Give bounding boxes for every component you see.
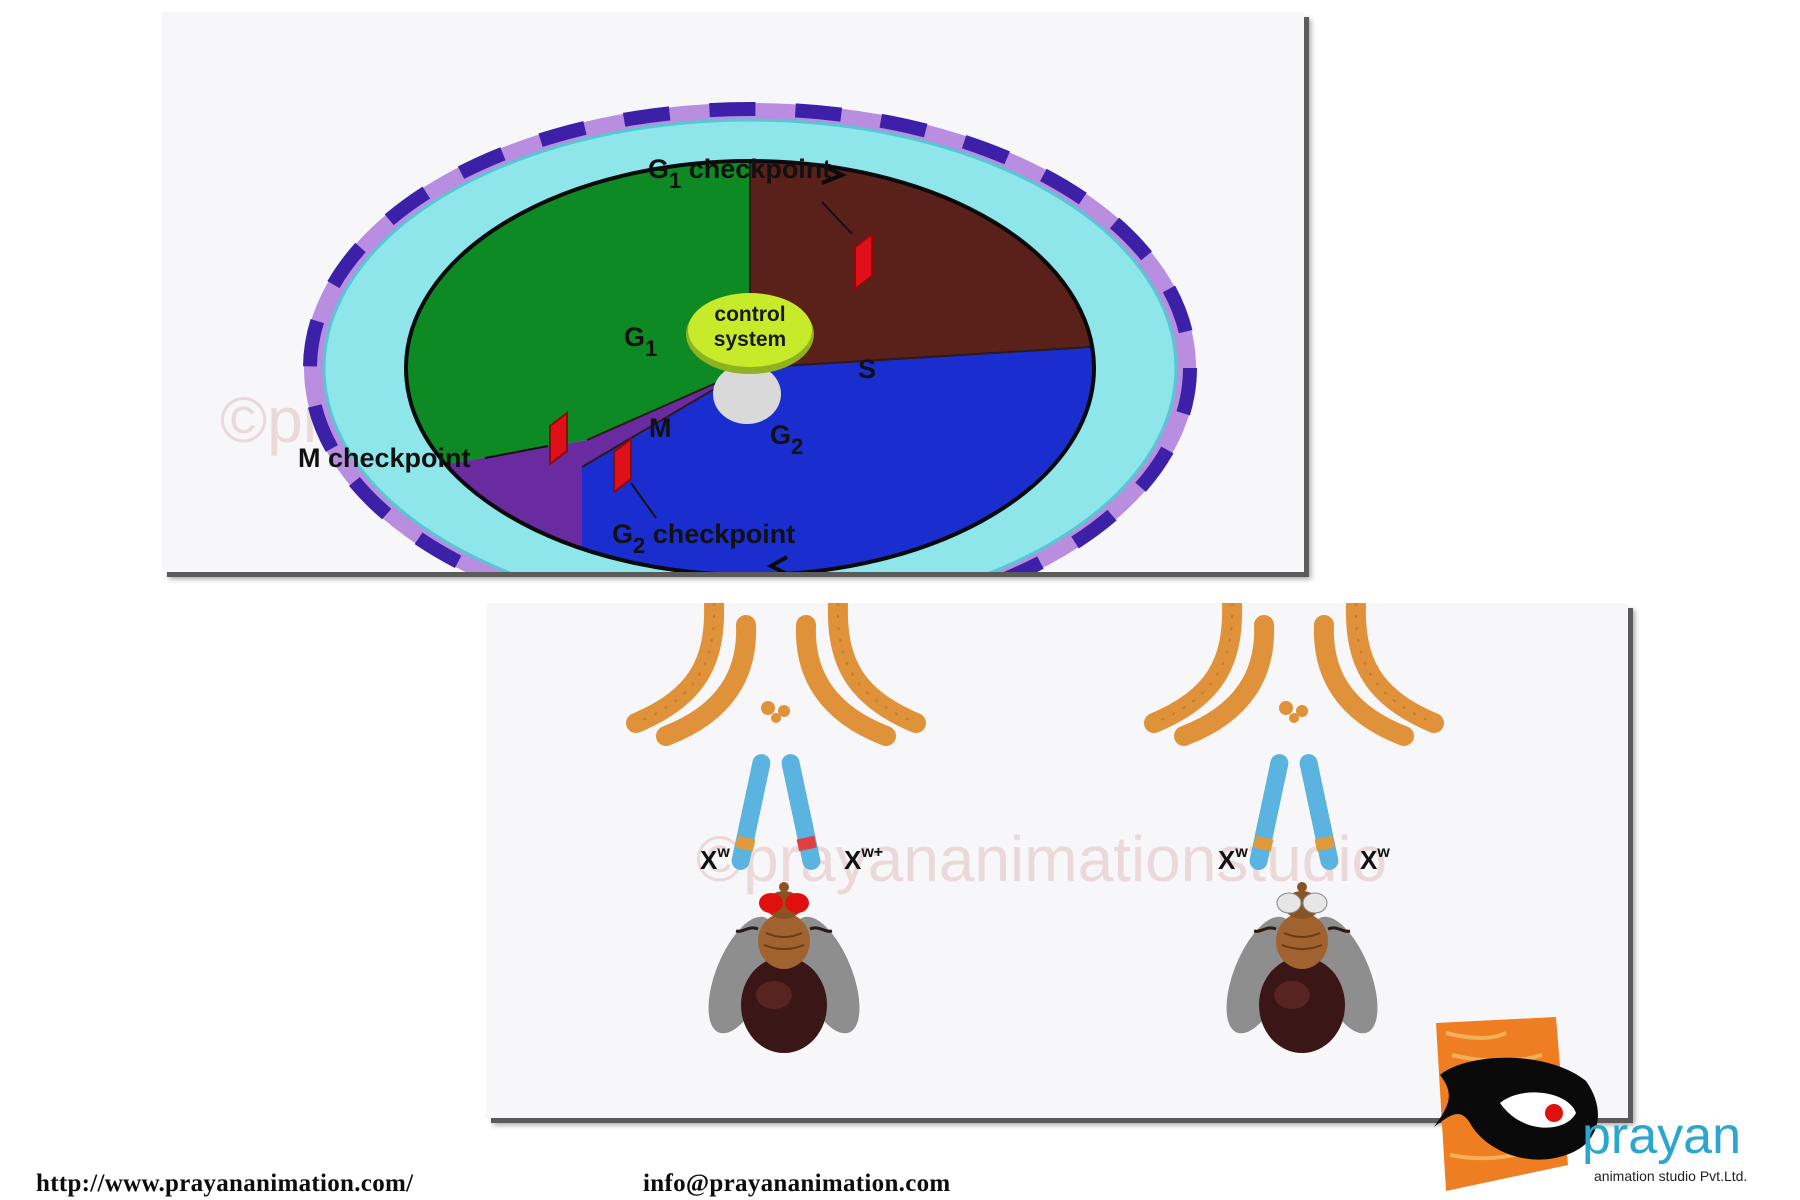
logo-tagline: animation studio Pvt.Ltd. bbox=[1594, 1168, 1747, 1184]
right-chromosome-2-band bbox=[1314, 835, 1335, 852]
right-fly-eye-right bbox=[1302, 892, 1328, 914]
control-system-label-line2: system bbox=[714, 328, 786, 351]
left-fly-eye-left bbox=[759, 893, 783, 913]
fly-genetics-diagram: ©prayananimationstudio Xw Xw+ Xw Xw bbox=[486, 603, 1628, 1055]
right-spindle bbox=[1154, 603, 1434, 736]
right-label-xw-1: Xw bbox=[1218, 844, 1248, 875]
right-fly-white-eyes bbox=[1211, 882, 1393, 1055]
left-label-xw: Xw bbox=[700, 844, 730, 875]
right-chromosome-pair bbox=[1247, 752, 1341, 872]
phase-m-label: M bbox=[649, 413, 672, 443]
left-fly-red-eyes bbox=[693, 882, 875, 1055]
prayan-logo: prayan animation studio Pvt.Ltd. bbox=[1434, 1017, 1747, 1191]
left-chromosome-pair bbox=[729, 752, 823, 872]
cycle-arrow-top bbox=[821, 163, 847, 185]
g1-checkpoint-label: G1 checkpoint bbox=[648, 154, 831, 193]
outer-ring-dashes bbox=[303, 102, 1197, 572]
cell-cycle-diagram: ©prayananimationstudio control system bbox=[220, 102, 1197, 572]
right-chromosome-1-band bbox=[1253, 835, 1274, 852]
phase-g1-label: G1 bbox=[624, 322, 657, 361]
logo-brand-text: prayan bbox=[1582, 1107, 1741, 1165]
left-label-xwplus: Xw+ bbox=[844, 844, 883, 875]
control-system bbox=[688, 293, 812, 367]
g2-checkpoint-label: G2 checkpoint bbox=[612, 519, 795, 558]
footer-email[interactable]: info@prayananimation.com bbox=[643, 1170, 951, 1197]
left-spindle bbox=[636, 603, 916, 736]
control-system-label-line1: control bbox=[714, 303, 785, 326]
left-chromosome-1-band bbox=[735, 835, 756, 852]
right-fly-eye-left bbox=[1276, 892, 1302, 914]
logo-eye-pupil bbox=[1545, 1104, 1563, 1122]
m-checkpoint-label: M checkpoint bbox=[298, 443, 471, 473]
phase-g2-label: G2 bbox=[770, 420, 803, 459]
right-label-xw-2: Xw bbox=[1360, 844, 1390, 875]
phase-s-label: S bbox=[858, 354, 876, 384]
cell-cycle-panel: ©prayananimationstudio control system bbox=[162, 12, 1304, 572]
footer-url[interactable]: http://www.prayananimation.com/ bbox=[36, 1170, 414, 1197]
g1-checkpoint-marker bbox=[854, 231, 873, 292]
control-system-stem bbox=[713, 364, 781, 424]
left-chromosome-2-band bbox=[796, 835, 817, 852]
g2-checkpoint-marker bbox=[613, 436, 632, 495]
inner-border bbox=[404, 159, 1096, 572]
left-fly-eye-right bbox=[785, 893, 809, 913]
cycle-arrow-bottom bbox=[766, 555, 788, 572]
m-checkpoint-marker bbox=[549, 410, 568, 467]
